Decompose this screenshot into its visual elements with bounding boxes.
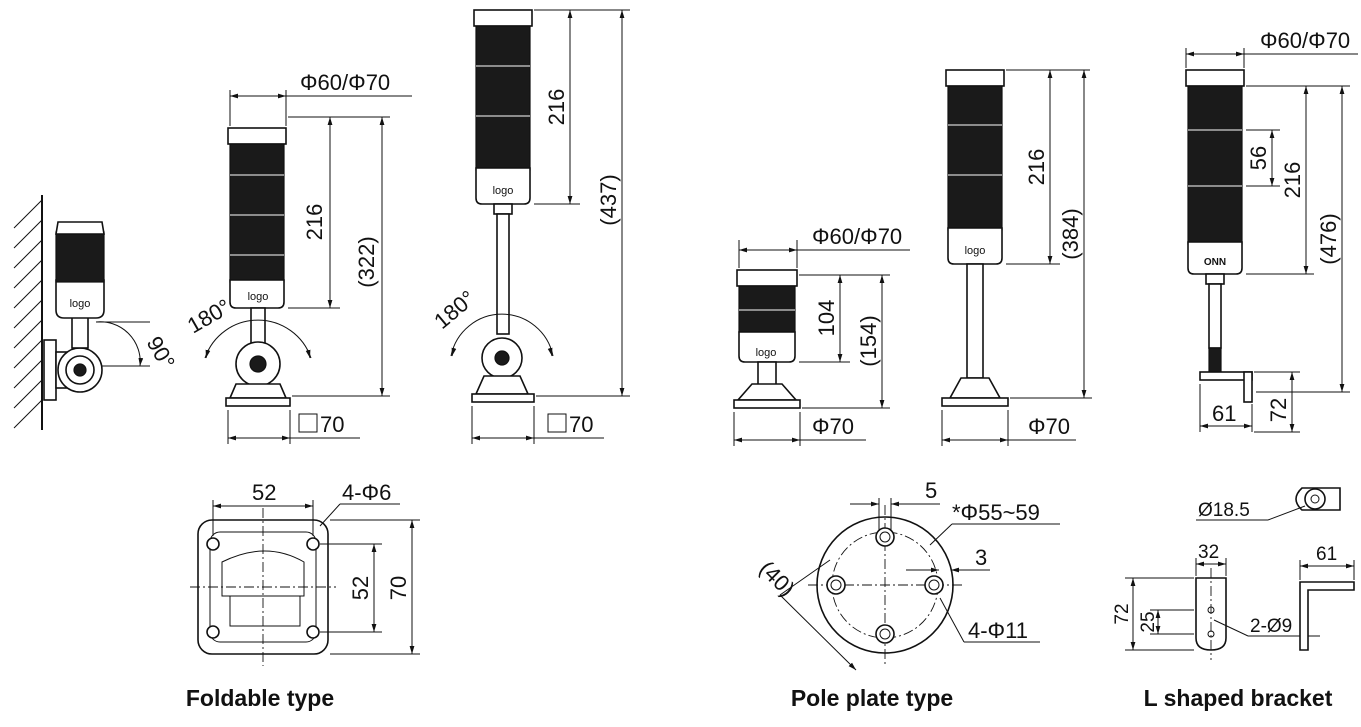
- pole-plate-bottom-view: 5 *Φ55~59 3 4-Φ11 (40): [754, 478, 1060, 671]
- lb-height-56: 56: [1246, 146, 1271, 170]
- caption-pole-plate: Pole plate type: [791, 685, 953, 711]
- logo-short: logo: [248, 291, 269, 303]
- lb-dia: Φ60/Φ70: [1260, 28, 1350, 53]
- pole-base-short: Φ70: [812, 414, 854, 439]
- lb-holes-2-phi9: 2-Ø9: [1250, 616, 1292, 637]
- bottom-width-52: 52: [252, 480, 276, 505]
- pole-height-104: 104: [814, 300, 839, 337]
- total-322: (322): [354, 236, 379, 287]
- pole-dim-3: 3: [975, 545, 987, 570]
- lb-width-61-detail: 61: [1316, 544, 1337, 565]
- pole-plate-short-tower: logo Φ60/Φ70 104 (154) Φ70: [733, 224, 910, 446]
- base-70-tall: 70: [569, 412, 593, 437]
- foldable-bottom-view: 52 4-Φ6 52 70: [190, 480, 420, 666]
- wall-hatching: [13, 199, 43, 429]
- bottom-total-70: 70: [386, 576, 411, 600]
- lb-total-476: (476): [1316, 213, 1341, 264]
- pole-pcd: *Φ55~59: [952, 500, 1040, 525]
- pole-total-384: (384): [1058, 208, 1083, 259]
- height-216-tall: 216: [544, 89, 569, 126]
- angle-180-tall: 180°: [429, 285, 480, 333]
- pole-dia-short: Φ60/Φ70: [812, 224, 902, 249]
- pole-height-216: 216: [1024, 149, 1049, 186]
- l-bracket-detail: Ø18.5 32 72 25 2-Ø9 61: [1112, 487, 1355, 660]
- pole-mount-holes: [826, 527, 944, 644]
- holes-4-phi6: 4-Φ6: [342, 480, 391, 505]
- pole-base-tall: Φ70: [1028, 414, 1070, 439]
- pole-total-154: (154): [856, 315, 881, 366]
- base-70-short: 70: [320, 412, 344, 437]
- logo-pole-short: logo: [756, 347, 777, 359]
- mount-holes: [206, 537, 320, 639]
- l-bracket-tower: ONN Φ60/Φ70 56 216 (476) 61 72: [1185, 28, 1358, 433]
- lb-width-32: 32: [1198, 542, 1219, 563]
- bottom-height-52: 52: [348, 576, 373, 600]
- lb-height-72: 72: [1266, 398, 1291, 422]
- dia-short: Φ60/Φ70: [300, 70, 390, 95]
- lb-width-61: 61: [1212, 401, 1236, 426]
- lb-h72-detail: 72: [1112, 603, 1133, 624]
- total-437: (437): [596, 174, 621, 225]
- foldable-wall-mount: logo 90°: [13, 195, 180, 430]
- angle-180-short: 180°: [183, 294, 235, 338]
- logo-pole-tall: logo: [965, 245, 986, 257]
- lb-height-216: 216: [1280, 162, 1305, 199]
- angle-90-label: 90°: [142, 332, 180, 373]
- onn-badge: ONN: [1204, 257, 1226, 268]
- pole-plate-tall-tower: logo 216 (384) Φ70: [941, 69, 1092, 446]
- pole-dim-40: (40): [754, 556, 799, 601]
- logo-wall: logo: [70, 298, 91, 310]
- caption-foldable: Foldable type: [186, 685, 334, 711]
- pole-dim-5: 5: [925, 478, 937, 503]
- foldable-short-tower: logo 180° Φ60/Φ70 216 (322) 70: [183, 70, 412, 444]
- lb-h25-detail: 25: [1138, 611, 1159, 632]
- foldable-tall-tower: logo 180° 216 (437) 70: [429, 9, 630, 444]
- pole-holes-4-phi11: 4-Φ11: [968, 618, 1028, 643]
- lb-hole-18-5: Ø18.5: [1198, 500, 1250, 521]
- logo-tall: logo: [493, 185, 514, 197]
- caption-l-bracket: L shaped bracket: [1144, 685, 1333, 711]
- height-216-short: 216: [302, 204, 327, 241]
